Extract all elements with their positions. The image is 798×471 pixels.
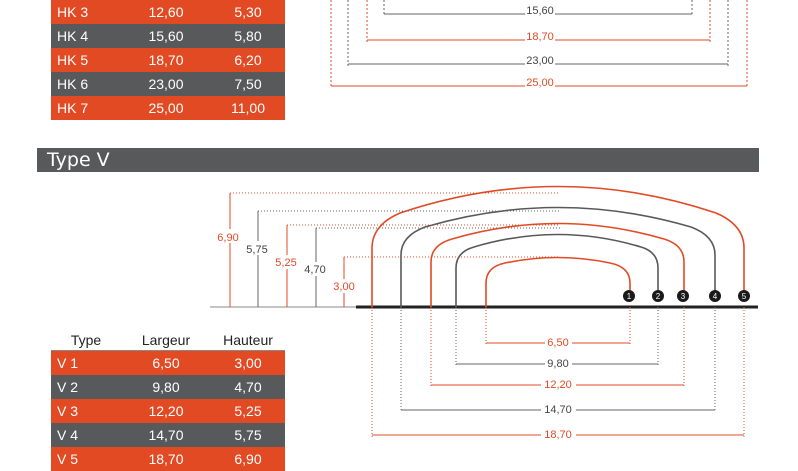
v-height-label: 3,00 [333,281,354,293]
v-width-dimensions [371,307,745,437]
table-header: Type Largeur Hauteur [51,329,285,351]
table-row: HK 3 12,60 5,30 [51,0,285,24]
table-row: HK 6 23,00 7,50 [51,72,285,96]
v-height-label: 5,25 [275,257,296,269]
width-cell: 25,00 [148,100,184,116]
height-cell: 5,25 [234,403,262,419]
height-cell: 11,00 [231,100,265,116]
type-cell: HK 3 [57,4,89,20]
type-cell: HK 5 [57,52,89,68]
arch-profiles [371,185,745,307]
hk-width-dimensions [330,0,748,88]
v-width-label: 12,20 [544,379,572,391]
type-cell: V 3 [57,403,79,419]
table-row: HK 4 15,60 5,80 [51,24,285,48]
v-width-label: 18,70 [544,429,572,441]
width-cell: 15,60 [148,28,184,44]
width-cell: 9,80 [152,379,180,395]
hk-width-label: 15,60 [526,5,554,17]
arch-v2 [455,233,659,307]
width-cell: 23,00 [148,76,184,92]
v-width-label: 6,50 [547,337,568,349]
type-cell: HK 6 [57,76,89,92]
section-title: Type V [47,149,110,171]
hk-width-label: 25,00 [526,77,554,89]
marker-label: 1 [627,292,632,301]
arch-markers: 1 2 3 4 5 [623,290,750,302]
arch-v5 [371,185,745,307]
width-cell: 18,70 [148,52,184,68]
v-width-label: 9,80 [547,358,568,370]
width-cell: 12,60 [148,4,184,20]
width-cell: 14,70 [148,427,184,443]
arch-v1 [485,256,631,307]
header-height: Hauteur [223,332,273,348]
arch-v3 [430,222,685,307]
v-height-label: 4,70 [304,264,325,276]
height-cell: 6,20 [234,52,262,68]
height-cell: 7,50 [234,76,262,92]
type-cell: HK 7 [57,100,89,116]
table-row: HK 5 18,70 6,20 [51,48,285,72]
height-cell: 4,70 [234,379,262,395]
width-cell: 6,50 [152,355,180,371]
marker-label: 2 [656,292,661,301]
hk-table: HK 3 12,60 5,30 HK 4 15,60 5,80 HK 5 18,… [51,0,285,120]
header-width: Largeur [141,332,191,348]
section-header-type-v: Type V [37,148,759,172]
header-type: Type [70,332,102,348]
table-row: V 4 14,70 5,75 [51,423,285,447]
type-cell: V 1 [57,355,79,371]
height-cell: 5,75 [234,427,262,443]
type-cell: HK 4 [57,28,89,44]
height-cell: 3,00 [234,355,262,371]
type-v-table: Type Largeur Hauteur V 1 6,50 3,00 V 2 9… [51,329,285,471]
v-height-label: 5,75 [246,244,267,256]
type-cell: V 2 [57,379,79,395]
height-cell: 5,30 [234,4,262,20]
table-row: V 1 6,50 3,00 [51,351,285,375]
table-row: V 2 9,80 4,70 [51,375,285,399]
width-cell: 18,70 [148,451,184,467]
v-width-label: 14,70 [544,404,572,416]
width-cell: 12,20 [148,403,184,419]
v-height-label: 6,90 [217,232,238,244]
type-cell: V 5 [57,451,79,467]
marker-label: 3 [681,292,686,301]
arch-v4 [400,206,716,307]
height-cell: 6,90 [234,451,262,467]
marker-label: 5 [742,292,747,301]
table-row: HK 7 25,00 11,00 [51,96,285,120]
marker-label: 4 [713,292,718,301]
type-cell: V 4 [57,427,79,443]
hk-width-label: 18,70 [526,31,554,43]
table-row: V 3 12,20 5,25 [51,399,285,423]
hk-width-label: 23,00 [526,55,554,67]
height-cell: 5,80 [234,28,262,44]
